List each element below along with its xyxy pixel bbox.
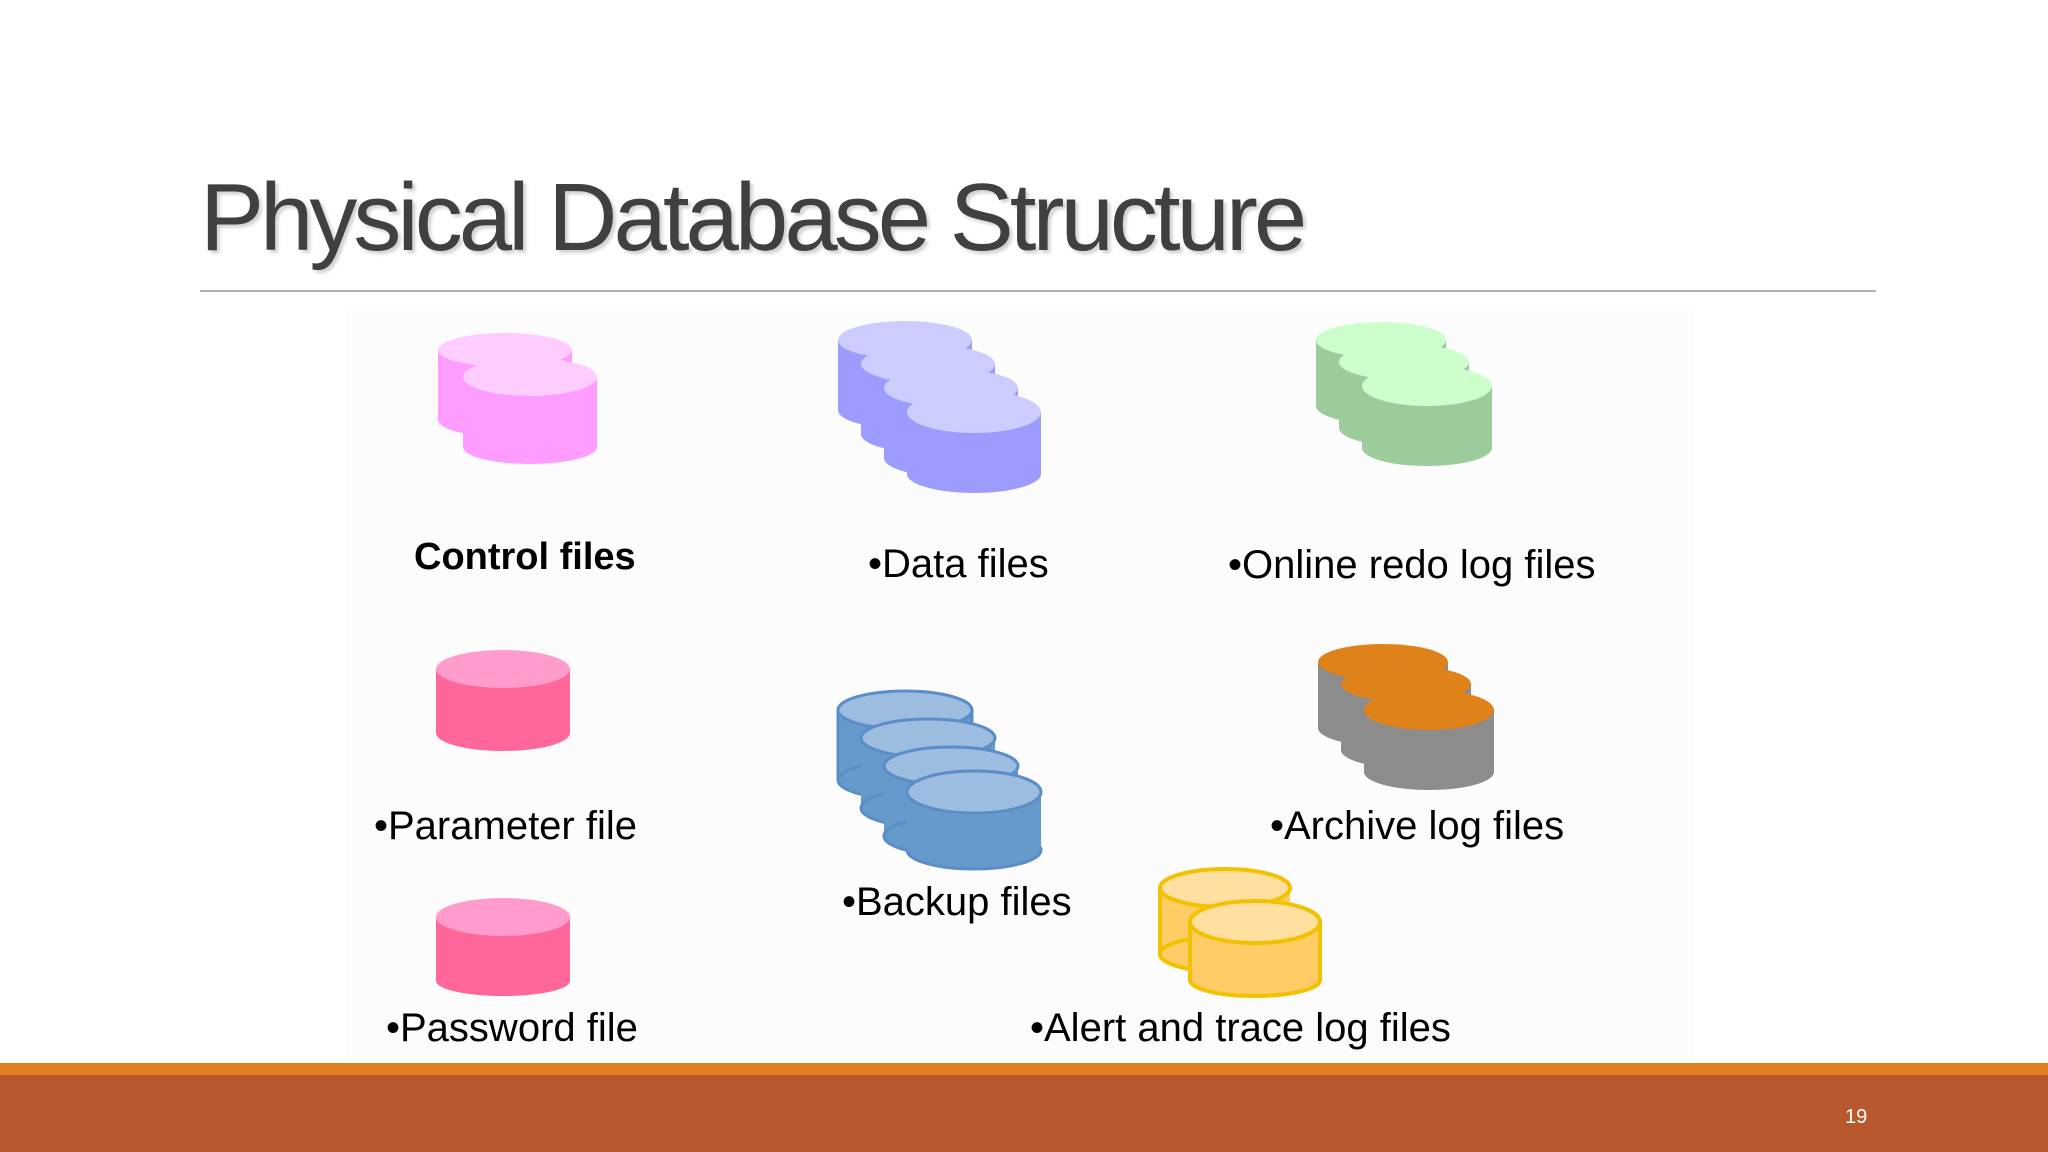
title-divider [200, 290, 1876, 292]
online-redo-log-files-icon [1316, 322, 1492, 466]
control-files-label: Control files [414, 536, 636, 578]
data-files-label: •Data files [868, 542, 1049, 586]
online-redo-log-files-label: •Online redo log files [1228, 543, 1596, 587]
parameter-file-label: •Parameter file [374, 804, 637, 848]
control-files-icon [438, 333, 597, 464]
data-files-icon [838, 321, 1041, 493]
backup-files-label: •Backup files [842, 880, 1072, 924]
slide-title: Physical Database Structure [200, 164, 1307, 271]
footer-bar [0, 1075, 2048, 1152]
password-file-label: •Password file [386, 1006, 638, 1050]
archive-log-files-icon [1318, 644, 1494, 790]
backup-files-icon [836, 689, 1043, 871]
footer-accent-stripe [0, 1063, 2048, 1075]
password-file-icon [436, 898, 570, 996]
page-number: 19 [1845, 1106, 1868, 1128]
alert-trace-log-files-icon [1158, 867, 1322, 998]
alert-trace-log-files-label: •Alert and trace log files [1030, 1006, 1451, 1050]
archive-log-files-label: •Archive log files [1270, 804, 1565, 848]
parameter-file-icon [436, 650, 570, 751]
